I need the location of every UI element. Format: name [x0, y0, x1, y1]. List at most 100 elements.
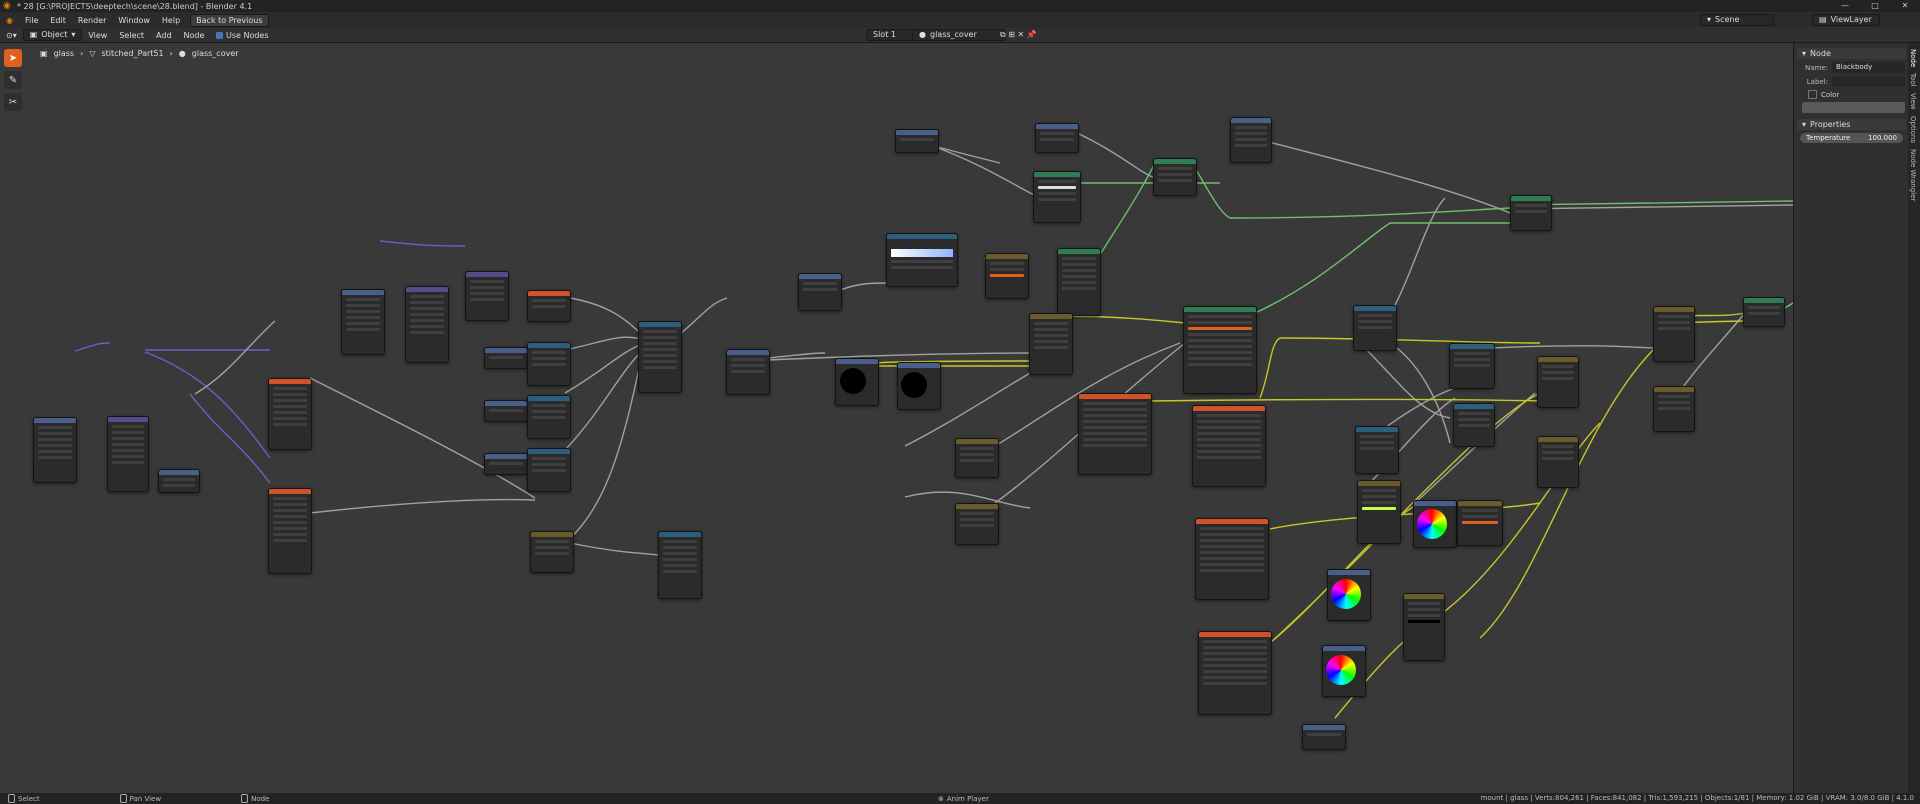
properties-panel-header[interactable]: ▾Properties: [1797, 119, 1906, 130]
map-range-node[interactable]: [658, 531, 702, 599]
image-texture-node[interactable]: [1195, 518, 1269, 600]
math-node[interactable]: [1353, 305, 1397, 351]
math-node[interactable]: [527, 448, 571, 492]
gradient-texture-node[interactable]: [527, 290, 571, 322]
use-nodes-checkbox[interactable]: Use Nodes: [210, 31, 274, 40]
rgb-color-wheel[interactable]: [1331, 579, 1361, 609]
rgb-color-wheel[interactable]: [1417, 509, 1447, 539]
noise-texture-node[interactable]: [268, 488, 312, 574]
mix-node[interactable]: [1029, 313, 1073, 375]
viewlayer-dropdown[interactable]: ▤ViewLayer: [1812, 14, 1880, 26]
noise-texture-node[interactable]: [268, 378, 312, 450]
minimize-button[interactable]: —: [1841, 1, 1849, 10]
mix-shader-node[interactable]: [1153, 158, 1197, 196]
texture-coordinate-node[interactable]: [33, 417, 77, 483]
color-swatch-row: [1798, 102, 1905, 113]
mode-dropdown[interactable]: ▣Object▾: [22, 29, 83, 41]
map-range-node[interactable]: [638, 321, 682, 393]
image-texture-node[interactable]: [1198, 631, 1272, 715]
math-node[interactable]: [1453, 403, 1495, 447]
mix-node[interactable]: [955, 503, 999, 545]
tab-tool[interactable]: Tool: [1909, 73, 1917, 87]
node-color-swatch[interactable]: [1802, 102, 1905, 113]
link-float: [839, 282, 891, 291]
maximize-button[interactable]: □: [1871, 1, 1879, 10]
node-name-field[interactable]: Blackbody: [1832, 62, 1905, 73]
scene-dropdown[interactable]: ▾Scene: [1700, 14, 1774, 26]
node-label-field[interactable]: [1832, 76, 1905, 87]
mapping-node[interactable]: [107, 416, 149, 492]
texture-coordinate-node[interactable]: [341, 289, 385, 355]
mix-node[interactable]: [1537, 436, 1579, 488]
refraction-bsdf-node[interactable]: [1033, 171, 1081, 223]
tab-options[interactable]: Options: [1909, 115, 1917, 143]
menu-window[interactable]: Window: [118, 15, 150, 25]
vector-rotate-node[interactable]: [405, 286, 449, 363]
chevron-down-icon: ▾: [1802, 49, 1807, 58]
vector-math-node[interactable]: [465, 271, 509, 321]
value-node[interactable]: [484, 400, 528, 422]
header-menu-select[interactable]: Select: [119, 30, 145, 40]
glossy-bsdf-node[interactable]: [1057, 248, 1101, 316]
image-texture-node[interactable]: [1192, 405, 1266, 487]
material-dropdown[interactable]: ●glass_cover: [912, 29, 1006, 41]
mix-node[interactable]: [1357, 480, 1401, 544]
rgb-color-wheel[interactable]: [1326, 655, 1356, 685]
mix-shader-node[interactable]: [1510, 195, 1552, 231]
value-node[interactable]: [484, 453, 528, 475]
menu-edit[interactable]: Edit: [50, 15, 66, 25]
tab-view[interactable]: View: [1909, 92, 1917, 110]
menu-file[interactable]: File: [24, 15, 39, 25]
select-tool-icon[interactable]: ➤: [4, 49, 22, 67]
rgb-color-wheel[interactable]: [901, 372, 927, 398]
link-shader: [1229, 207, 1511, 219]
layer-weight-node[interactable]: [726, 349, 770, 395]
menu-help[interactable]: Help: [161, 15, 181, 25]
hue-saturation-value-node[interactable]: [985, 253, 1029, 299]
status-anim-player[interactable]: ⊗Anim Player: [938, 794, 989, 803]
menu-render[interactable]: Render: [77, 15, 107, 25]
math-node[interactable]: [1355, 426, 1399, 474]
node-canvas[interactable]: ➤ ✎ ✂ ▣ glass › ▽ stitched_Part51 › ● gl…: [0, 43, 1793, 793]
math-node[interactable]: [527, 395, 571, 439]
fresnel-node[interactable]: [1035, 123, 1079, 153]
value-node[interactable]: [158, 469, 200, 493]
blender-menu-icon[interactable]: ◉: [6, 15, 13, 25]
hue-saturation-value-node[interactable]: [1457, 500, 1503, 546]
annotate-tool-icon[interactable]: ✎: [4, 71, 22, 89]
link-float: [564, 362, 641, 544]
link-cut-tool-icon[interactable]: ✂: [4, 93, 22, 111]
close-button[interactable]: ✕: [1901, 1, 1909, 10]
material-actions[interactable]: ⧉ ⊞ ✕ 📌: [1000, 30, 1037, 39]
value-node[interactable]: [895, 129, 939, 153]
header-menu-add[interactable]: Add: [156, 30, 172, 40]
mix-node[interactable]: [1653, 306, 1695, 362]
mix-node[interactable]: [1653, 386, 1695, 432]
tab-node-wrangler[interactable]: Node Wrangler: [1909, 148, 1917, 201]
mix-node[interactable]: [955, 438, 999, 478]
header-menu-node[interactable]: Node: [183, 30, 205, 40]
emission-node[interactable]: [1743, 297, 1785, 327]
back-to-previous-button[interactable]: Back to Previous: [190, 13, 269, 27]
math-node[interactable]: [527, 342, 571, 386]
mix-node[interactable]: [1537, 356, 1579, 408]
mix-node[interactable]: [1403, 593, 1445, 661]
rgb-color-wheel[interactable]: [840, 368, 866, 394]
layer-weight-node[interactable]: [798, 273, 842, 311]
node-panel-header[interactable]: ▾Node: [1797, 48, 1906, 59]
slot-dropdown[interactable]: Slot 1: [866, 29, 916, 41]
color-ramp-node[interactable]: [886, 233, 958, 287]
value-node[interactable]: [1302, 724, 1346, 750]
header-menu-view[interactable]: View: [88, 30, 108, 40]
value-node[interactable]: [484, 347, 528, 369]
image-texture-node[interactable]: [1078, 393, 1152, 475]
color-checkbox[interactable]: [1808, 90, 1817, 99]
editor-type-icon[interactable]: ⊙▾: [6, 30, 17, 40]
tab-node[interactable]: Node: [1909, 49, 1917, 68]
link-float: [1489, 345, 1656, 349]
attribute-node[interactable]: [1230, 117, 1272, 163]
principled-bsdf-node[interactable]: [1183, 306, 1257, 394]
mix-node[interactable]: [530, 531, 574, 573]
math-node[interactable]: [1449, 343, 1495, 389]
